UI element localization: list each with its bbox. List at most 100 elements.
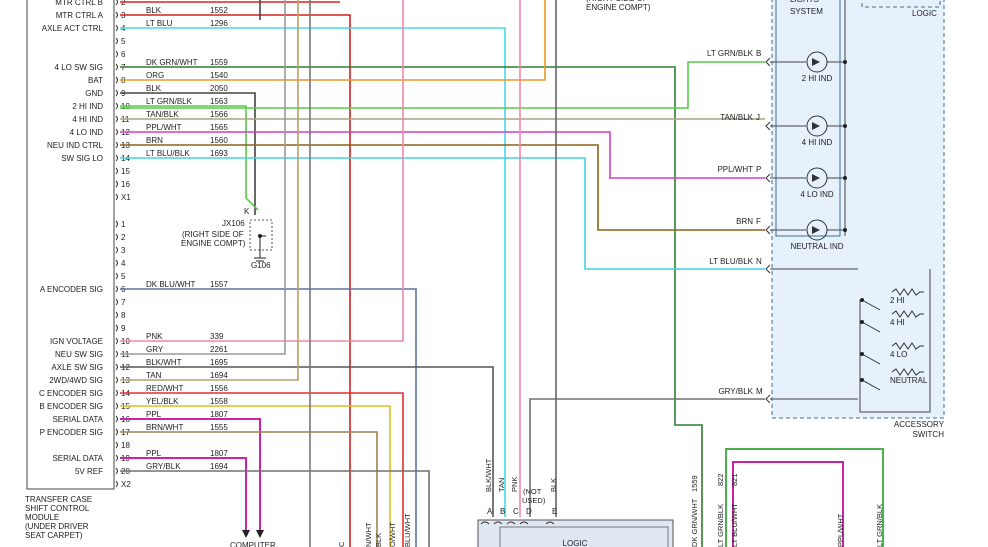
c1-wire-color: LT GRN/BLK (146, 97, 193, 106)
c1-circuit-number: 1565 (210, 123, 228, 132)
computer-arrow (242, 530, 250, 538)
indicator-diode (812, 122, 820, 130)
c2-pin-number: 1 (121, 220, 126, 229)
c2-pin-tab (115, 389, 118, 397)
switch-pin: N (756, 257, 762, 266)
c2-pin-tab (115, 415, 118, 423)
wire-p-encoder (120, 431, 378, 547)
wire-b-encoder (120, 405, 391, 547)
c2-pin-number: 4 (121, 259, 126, 268)
c2-wire-color: RED/WHT (146, 384, 183, 393)
c2-wire-color: PNK (146, 332, 163, 341)
right-circuit-label: 821 (730, 473, 739, 486)
c2-pin-name: SERIAL DATA (52, 454, 103, 463)
c1-pin-number: 5 (121, 37, 126, 46)
right-wire-label: PPL/WHT (836, 513, 845, 547)
indicator-connector (765, 57, 771, 67)
wire-4lo-ind (120, 131, 765, 179)
switch-contact (861, 353, 881, 365)
c2-pin-number: 3 (121, 246, 126, 255)
bottom-wire-label: PNK (510, 477, 519, 492)
computer-arrow (256, 530, 264, 538)
switch-node (860, 352, 864, 356)
indicator-diode (812, 58, 820, 66)
c1-pin-tab (115, 154, 118, 162)
indicator-label: 4 HI IND (802, 138, 833, 147)
c2-circuit-number: 1807 (210, 449, 228, 458)
c2-wire-color: PPL (146, 449, 162, 458)
c2-wire-color: DK BLU/WHT (146, 280, 195, 289)
c2-wire-color: GRY/BLK (146, 462, 181, 471)
c1-wire-color: TAN/BLK (146, 110, 179, 119)
switch-frame (859, 269, 931, 413)
bottom-pin-tab (545, 521, 555, 525)
c2-pin-tab (115, 298, 118, 306)
switch-position-label: 2 HI (890, 296, 905, 305)
switch-resistor (891, 310, 924, 318)
cut-wire-label: O/WHT (388, 522, 397, 547)
switch-node (860, 378, 864, 382)
switch-position-label: 4 LO (890, 350, 907, 359)
right-harness-inner (732, 461, 844, 547)
logic-label: LOGIC (912, 9, 937, 18)
right-wire-label: DK GRN/WHT (690, 498, 699, 547)
c1-circuit-number: 1693 (210, 149, 228, 158)
c1-pin-name: 4 LO IND (70, 128, 104, 137)
c1-pin-tab (115, 128, 118, 136)
c1-wire-color: BLK (146, 6, 162, 15)
c1-pin-name: GND (85, 89, 103, 98)
switch-resistor (891, 288, 924, 296)
c1-circuit-number: 1552 (210, 6, 228, 15)
c1-circuit-number: 1563 (210, 97, 228, 106)
switch-contact (861, 379, 881, 391)
c1-wire-color: ORG (146, 71, 164, 80)
c2-pin-tab (115, 467, 118, 475)
wire-serial-data-1 (120, 418, 261, 532)
switch-contact (861, 299, 881, 311)
indicator-label: NEUTRAL IND (790, 242, 843, 251)
right-wire-label: LT GRN/BLK (716, 504, 725, 547)
not-used-label-1: (NOT (523, 487, 542, 496)
indicator-node (843, 60, 847, 64)
c2-pin-number: 2 (121, 233, 126, 242)
c1-pin-tab (115, 0, 118, 6)
wire-neu-sw-sig (120, 0, 286, 355)
c1-pin-name: SW SIG LO (61, 154, 103, 163)
bottom-wire-label: BLK (549, 478, 558, 492)
module-caption-line: SEAT CARPET) (25, 531, 83, 540)
switch-connector (765, 264, 771, 274)
c1-circuit-number: 2050 (210, 84, 228, 93)
c2-pin-number: X2 (121, 480, 131, 489)
c2-wire-color: PPL (146, 410, 162, 419)
right-wire-label: LT BLU/WHT (730, 503, 739, 547)
c2-pin-number: 7 (121, 298, 126, 307)
c2-pin-name: P ENCODER SIG (40, 428, 103, 437)
indicator-diode (812, 226, 820, 234)
c2-circuit-number: 1558 (210, 397, 228, 406)
right-wire-label: LT GRN/BLK (875, 504, 884, 547)
wire-c-encoder (120, 392, 404, 547)
indicator-pin: J (756, 113, 760, 122)
c1-pin-tab (115, 24, 118, 32)
module-caption-line: (UNDER DRIVER (25, 522, 89, 531)
bottom-pin-tab (480, 521, 490, 525)
c2-pin-tab (115, 480, 118, 488)
c2-circuit-number: 1557 (210, 280, 228, 289)
splice-id: JX106 (222, 219, 245, 228)
wire-routes (120, 0, 765, 547)
wire-gry-blk (529, 398, 765, 517)
c1-wire-color: LT BLU (146, 19, 173, 28)
c1-pin-tab (115, 76, 118, 84)
c2-pin-tab (115, 311, 118, 319)
indicator-node (843, 176, 847, 180)
wire-2hi-stub (120, 105, 259, 211)
c1-wire-color: RED (146, 0, 163, 2)
c1-pin-tab (115, 102, 118, 110)
switch-node (860, 320, 864, 324)
module-caption-line: MODULE (25, 513, 59, 522)
lights-system-label-2: SYSTEM (790, 7, 823, 16)
indicator-diode (812, 174, 820, 182)
